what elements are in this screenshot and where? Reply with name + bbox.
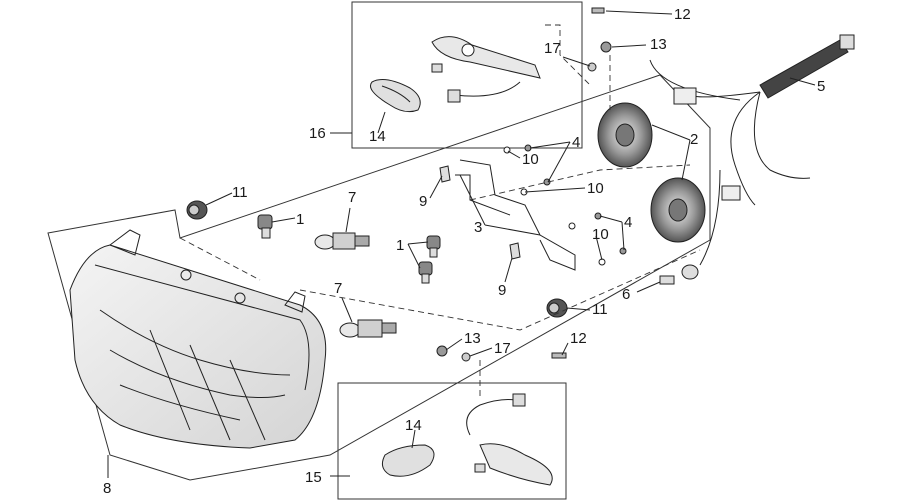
callout-10: 10: [587, 180, 604, 197]
callout-4: 4: [572, 134, 580, 151]
callout-1: 1: [396, 237, 404, 254]
indicator-bottom: [466, 393, 553, 486]
bulb-lower: [339, 319, 397, 338]
callout-11: 11: [232, 184, 248, 201]
callout-17: 17: [544, 40, 561, 57]
callout-2: 2: [690, 131, 698, 148]
frame-main: [47, 74, 711, 481]
reflector-lower: [650, 177, 706, 243]
clip-9-upper: [439, 165, 451, 183]
callout-12: 12: [570, 330, 587, 347]
callout-6: 6: [622, 286, 630, 303]
headlight-assembly: [69, 229, 327, 449]
fasteners-top: [587, 7, 612, 72]
callout-9: 9: [419, 193, 427, 210]
callout-8: 8: [103, 480, 111, 497]
wiring-harness: [649, 34, 855, 266]
callout-13: 13: [650, 36, 667, 53]
callout-3: 3: [474, 219, 482, 236]
callout-1: 1: [296, 211, 304, 228]
callout-10: 10: [522, 151, 539, 168]
callout-10: 10: [592, 226, 609, 243]
leader-lines: [107, 10, 816, 478]
callout-11: 11: [592, 301, 608, 318]
bulb-upper: [314, 232, 370, 250]
lens-14-top: [370, 79, 421, 113]
callout-7: 7: [348, 189, 356, 206]
callout-13: 13: [464, 330, 481, 347]
connector-6: [659, 264, 699, 285]
lens-14-bottom: [381, 444, 435, 477]
callout-14: 14: [405, 417, 422, 434]
fasteners-bottom: [436, 345, 567, 362]
dashed-guides: [179, 24, 701, 400]
callout-5: 5: [817, 78, 825, 95]
socket-1-top: [257, 214, 273, 239]
callout-labels: 1 1 2 3 4 4 5 6 7 7 8 9 9 10 10 10 11 11…: [103, 6, 825, 497]
grommet-11-right: [546, 298, 568, 318]
callout-4: 4: [624, 214, 632, 231]
frame-bottom-box-15: [337, 382, 567, 500]
callout-15: 15: [305, 469, 322, 486]
callout-12: 12: [674, 6, 691, 23]
washers-10: [503, 146, 606, 266]
callout-16: 16: [309, 125, 326, 142]
grommet-11-left: [186, 200, 208, 220]
callout-7: 7: [334, 280, 342, 297]
clip-9-lower: [509, 242, 521, 260]
indicator-top: [431, 36, 541, 103]
callout-17: 17: [494, 340, 511, 357]
callout-14: 14: [369, 128, 386, 145]
frame-top-box-16: [351, 1, 583, 149]
reflector-upper: [597, 102, 653, 168]
callout-9: 9: [498, 282, 506, 299]
socket-1-mid: [418, 235, 441, 284]
